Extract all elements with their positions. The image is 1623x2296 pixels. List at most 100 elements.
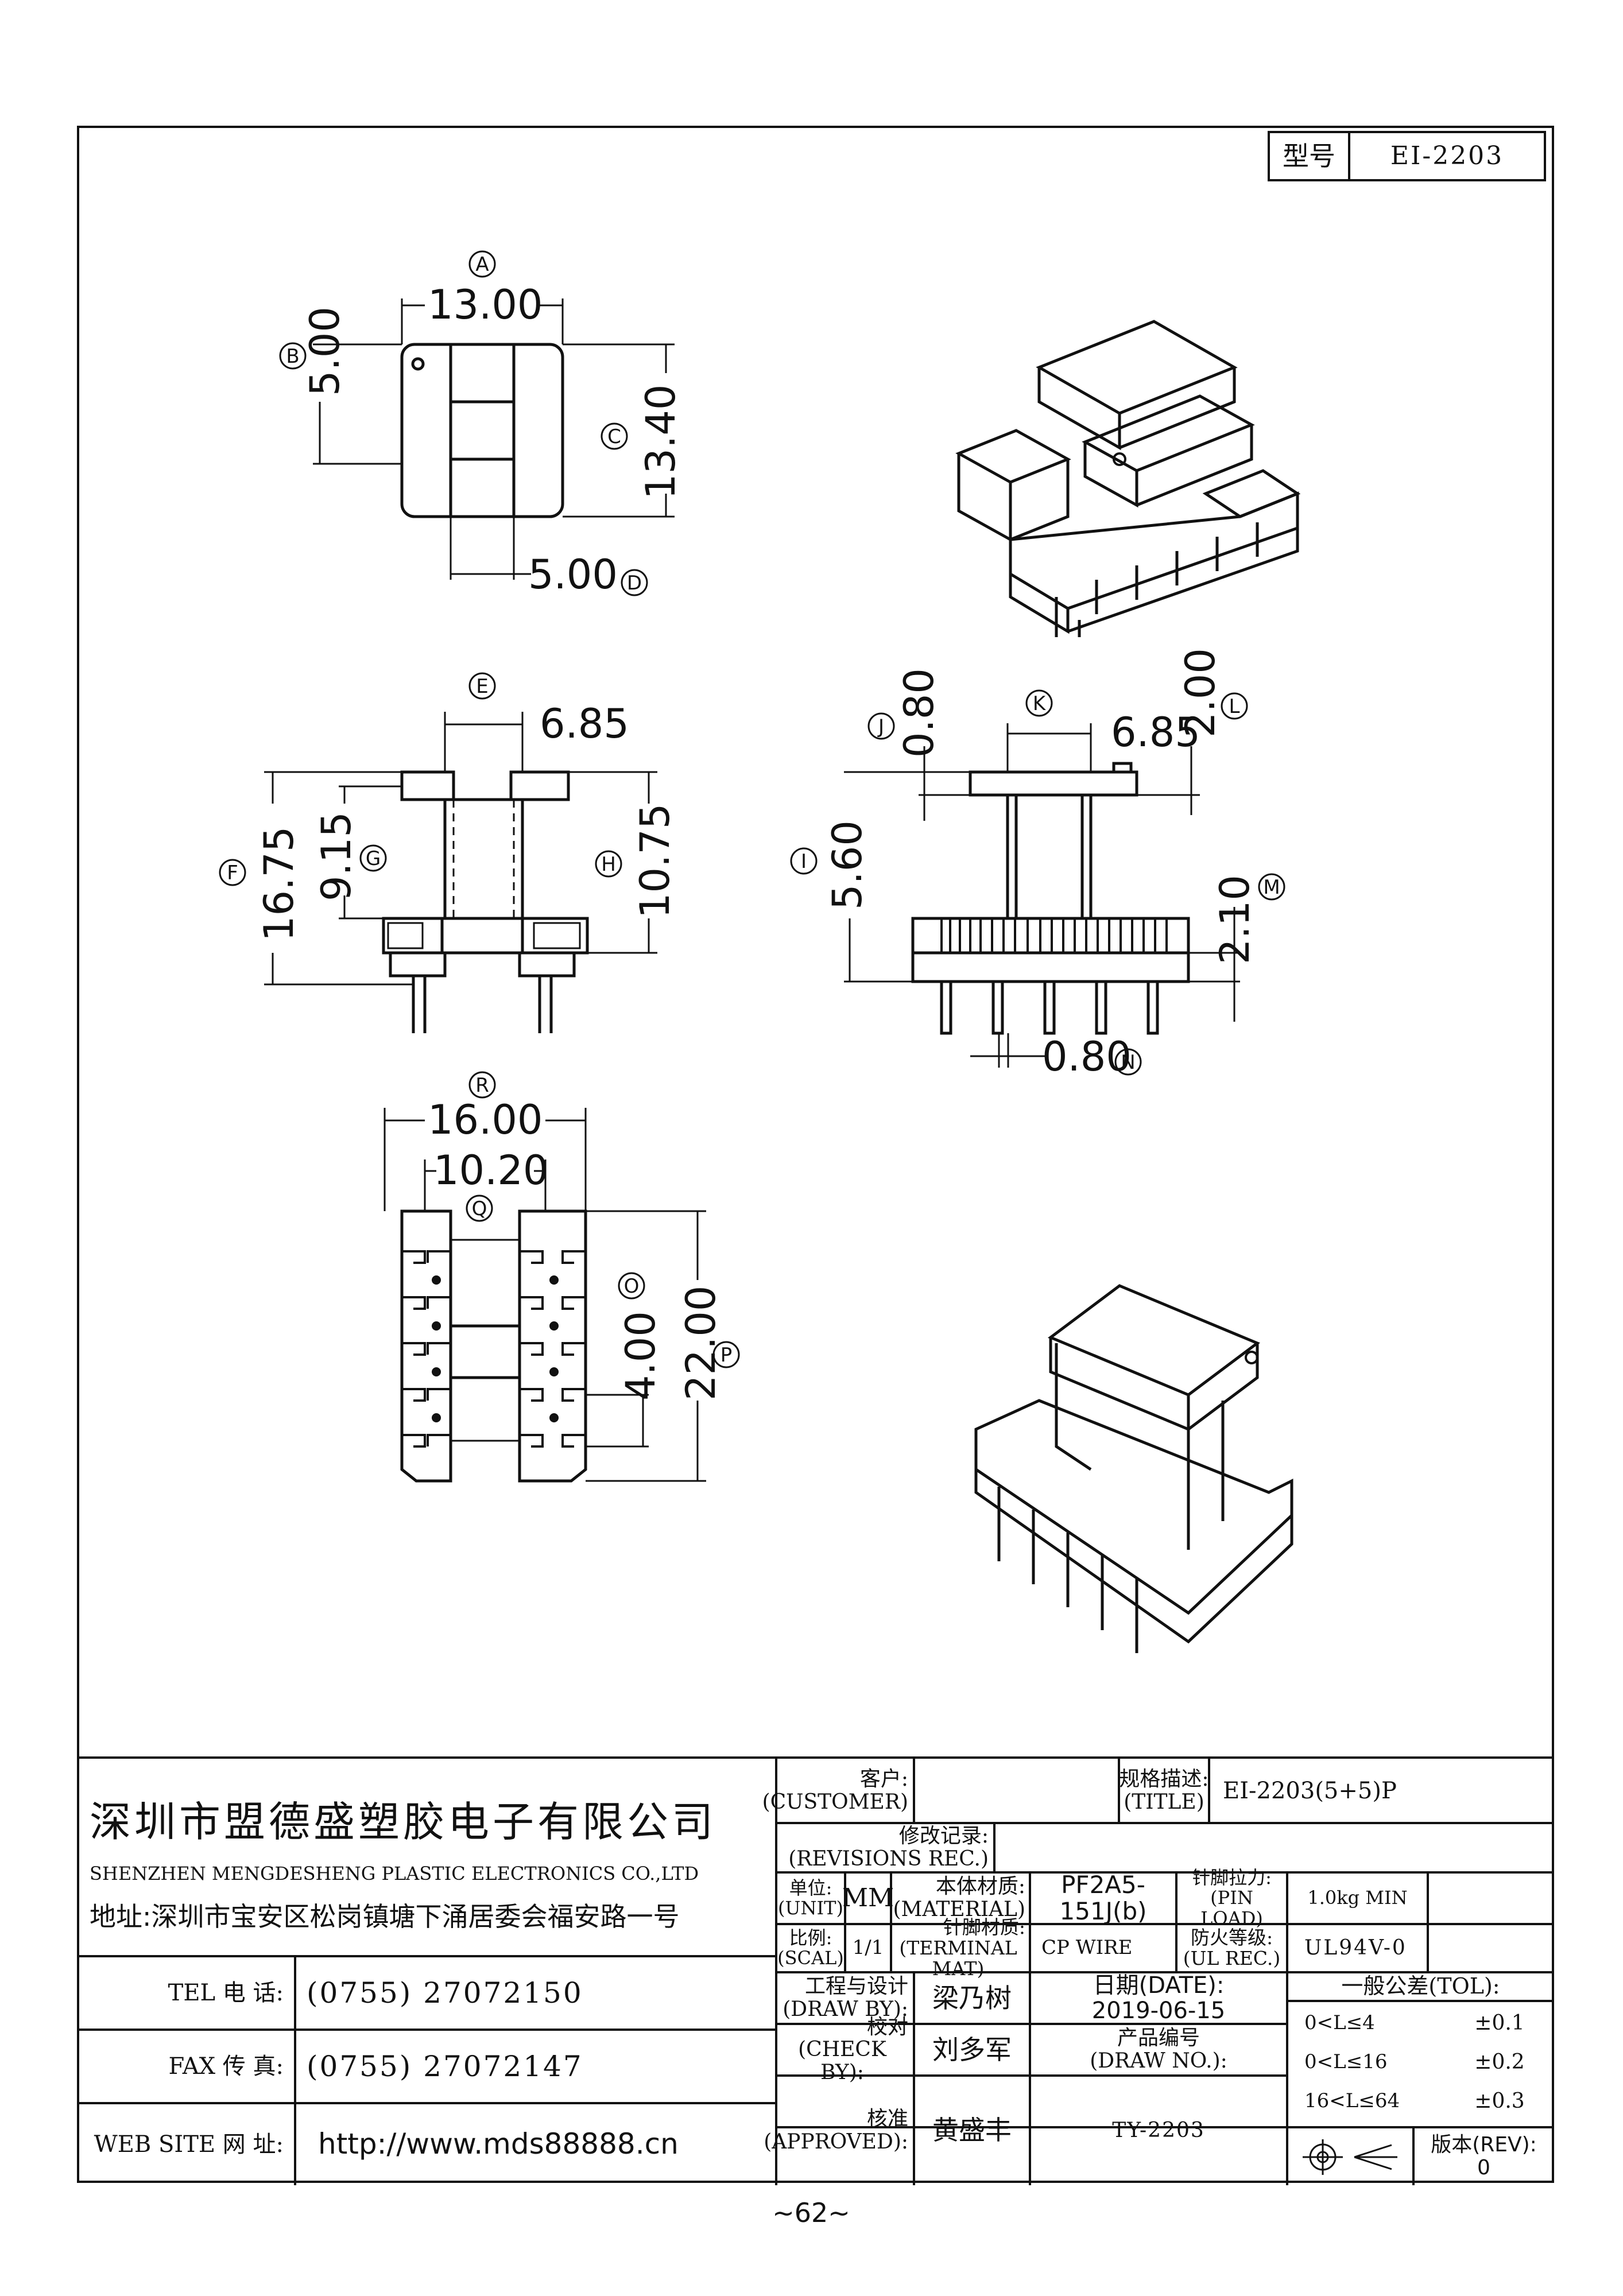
marker-p: P	[721, 1344, 733, 1367]
marker-h: H	[601, 853, 616, 876]
tol-value-2: ±0.2	[1474, 2050, 1525, 2074]
marker-n: N	[1121, 1051, 1135, 1074]
title-value: EI-2203(5+5)P	[1223, 1778, 1397, 1804]
dim-k: 6.85	[1111, 709, 1200, 756]
bottom-view	[384, 1108, 706, 1483]
projection-symbol-icon	[1303, 2139, 1397, 2175]
tel-value: (0755) 27072150	[307, 1976, 583, 2010]
dim-l: 2.00	[1177, 648, 1224, 738]
top-view	[313, 298, 675, 580]
dim-o: 4.00	[617, 1311, 664, 1401]
dim-j: 0.80	[896, 668, 943, 758]
tol-range-3: 16<L≤64	[1304, 2089, 1400, 2113]
dim-a: 13.00	[428, 281, 543, 328]
marker-a: A	[475, 253, 489, 276]
dim-b: 5.00	[301, 307, 348, 396]
dim-g: 9.15	[313, 812, 360, 901]
rev-number-label: 版本(REV):	[1431, 2132, 1537, 2157]
tol-value-3: ±0.3	[1474, 2089, 1525, 2113]
scale-value: 1/1	[852, 1936, 884, 1960]
tol-value-1: ±0.1	[1474, 2011, 1525, 2035]
material-value: PF2A5-151J(b)	[1059, 1870, 1147, 1925]
marker-g: G	[366, 847, 381, 870]
approved-value: 黄盛丰	[932, 2115, 1012, 2146]
dim-h: 10.75	[632, 804, 679, 918]
dim-i: 5.60	[824, 820, 871, 910]
pinload-value: 1.0kg MIN	[1307, 1887, 1408, 1909]
drawno-value: TY-2203	[1112, 2118, 1205, 2142]
terminal-value: CP WIRE	[1041, 1936, 1133, 1960]
approved-label: 核准 (APPROVED):	[764, 2107, 908, 2154]
dim-r: 16.00	[428, 1096, 543, 1143]
dim-q: 10.20	[433, 1147, 548, 1194]
customer-label: 客户: (CUSTOMER)	[762, 1767, 908, 1814]
checkby-label: 校对 (CHECK BY):	[798, 2015, 908, 2084]
marker-e: E	[476, 675, 488, 698]
marker-b: B	[286, 345, 299, 368]
checkby-value: 刘多军	[932, 2034, 1012, 2065]
title-block-grid	[77, 1759, 1554, 2185]
scale-label: 比例: (SCAL)	[777, 1926, 844, 1969]
fax-value: (0755) 27072147	[307, 2049, 583, 2083]
revisions-label: 修改记录: (REVISIONS REC.)	[788, 1824, 989, 1871]
material-label: 本体材质: (MATERIAL)	[893, 1875, 1025, 1921]
marker-l: L	[1229, 695, 1240, 718]
company-name-en: SHENZHEN MENGDESHENG PLASTIC ELECTRONICS…	[90, 1863, 699, 1884]
pinload-label: 针脚拉力: (PIN LOAD)	[1192, 1867, 1272, 1929]
tol-range-1: 0<L≤4	[1304, 2011, 1375, 2035]
marker-o: O	[624, 1275, 640, 1298]
marker-j: J	[877, 715, 884, 738]
marker-d: D	[627, 572, 642, 595]
tol-range-2: 0<L≤16	[1304, 2050, 1388, 2074]
web-value: http://www.mds88888.cn	[318, 2127, 679, 2161]
marker-i: I	[801, 850, 807, 873]
terminal-label: 针脚材质: (TERMINAL MAT)	[899, 1915, 1025, 1980]
drawby-value: 梁乃树	[932, 1982, 1012, 2014]
revisions-value	[994, 1823, 1554, 1872]
marker-r: R	[475, 1074, 489, 1097]
technical-drawing: 13.00 5.00 13.40 5.00 6.85 16.75 9.15 10…	[219, 250, 1301, 1653]
dim-c: 13.40	[637, 385, 684, 499]
model-value: EI-2203	[1390, 141, 1504, 170]
marker-q: Q	[472, 1197, 487, 1220]
web-label: WEB SITE 网 址:	[94, 2131, 284, 2158]
dim-e: 6.85	[540, 700, 629, 747]
marker-c: C	[607, 425, 621, 448]
dim-f: 16.75	[255, 827, 303, 941]
fax-label: FAX 传 真:	[168, 2053, 284, 2080]
isometric-view-top	[955, 320, 1301, 637]
marker-k: K	[1033, 692, 1047, 715]
date-block: 日期(DATE): 2019-06-15	[1030, 1972, 1287, 2024]
marker-m: M	[1263, 876, 1280, 899]
side-view	[844, 723, 1240, 1068]
dim-n: 0.80	[1042, 1033, 1132, 1080]
dim-p: 22.00	[677, 1286, 725, 1401]
customer-value	[914, 1759, 1119, 1823]
drawing-frame	[77, 126, 1554, 2183]
rev-number-value: 0	[1477, 2155, 1490, 2179]
drawno-label: 产品编号 (DRAW NO.):	[1090, 2026, 1227, 2073]
unit-label: 单位: (UNIT)	[778, 1876, 843, 1919]
date-label: 日期(DATE):	[1093, 1972, 1225, 1999]
marker-f: F	[227, 862, 238, 885]
page-number: ~62~	[772, 2197, 850, 2228]
dim-d: 5.00	[528, 551, 618, 598]
dim-m: 2.10	[1211, 875, 1258, 964]
tolerance-table: 0<L≤4 ±0.1 0<L≤16 ±0.2 16<L≤64 ±0.3	[1287, 2001, 1554, 2127]
rev-number: 版本(REV): 0	[1413, 2127, 1554, 2185]
company-name-cn: 深圳市盟德盛塑胶电子有限公司	[90, 1798, 717, 1846]
ul-label: 防火等级: (UL REC.)	[1183, 1926, 1281, 1969]
company-address: 地址:深圳市宝安区松岗镇塘下涌居委会福安路一号	[90, 1901, 680, 1932]
ul-value: UL94V-0	[1304, 1936, 1407, 1960]
isometric-view-bottom	[974, 1284, 1293, 1653]
title-block: 深圳市盟德盛塑胶电子有限公司 SHENZHEN MENGDESHENG PLAS…	[77, 1756, 1554, 2185]
tel-label: TEL 电 话:	[168, 1980, 284, 2006]
date-value: 2019-06-15	[1091, 1998, 1226, 2024]
title-label: 规格描述: (TITLE)	[1119, 1767, 1209, 1814]
unit-value: MM	[842, 1883, 894, 1913]
drawby-label: 工程与设计 (DRAW BY):	[783, 1975, 908, 2021]
model-label: 型号	[1270, 133, 1350, 179]
model-box: 型号 EI-2203	[1268, 131, 1546, 181]
tolerance-title: 一般公差(TOL):	[1341, 1973, 1500, 1999]
front-view	[264, 712, 657, 1033]
